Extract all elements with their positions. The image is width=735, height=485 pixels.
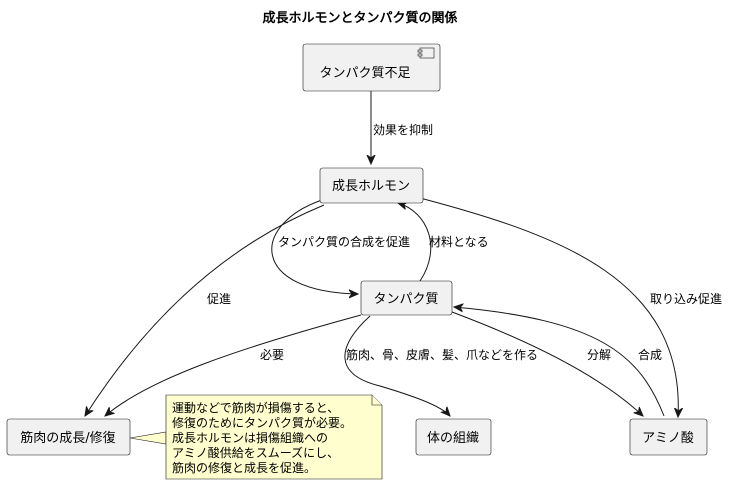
edge-protein-to-hormone: [398, 203, 432, 282]
edge-label-material: 材料となる: [429, 235, 489, 249]
node-label: アミノ酸: [642, 431, 694, 446]
node-label: 体の組織: [427, 431, 479, 446]
node-growth-hormone: 成長ホルモン: [319, 167, 424, 204]
edge-label-promote: 促進: [207, 292, 231, 306]
note-line-4: アミノ酸供給をスムーズにし、: [172, 445, 339, 460]
edge-hormone-to-muscle: [85, 204, 325, 416]
note-line-2: 修復のためにタンパク質が必要。: [172, 415, 352, 430]
node-amino-acid: アミノ酸: [629, 418, 708, 456]
edge-amino-to-protein: [454, 307, 665, 417]
node-label: 成長ホルモン: [332, 179, 410, 194]
node-label: 筋肉の成長/修復: [20, 430, 115, 446]
edge-protein-to-amino: [451, 311, 643, 416]
edge-hormone-to-amino: [419, 197, 678, 417]
node-protein: タンパク質: [360, 280, 453, 316]
node-protein-deficiency: タンパク質不足: [302, 43, 441, 92]
note-connector: [129, 431, 167, 445]
node-label: タンパク質: [373, 292, 438, 307]
node-muscle-growth: 筋肉の成長/修復: [6, 418, 131, 456]
edge-label-makes-tissue: 筋肉、骨、皮膚、髪、爪などを作る: [346, 347, 538, 362]
node-label: タンパク質不足: [319, 66, 410, 81]
note-line-3: 成長ホルモンは損傷組織への: [172, 430, 328, 445]
component-icon: [417, 47, 435, 59]
edge-protein-to-tissue: [344, 315, 450, 416]
edge-label-promote-synthesis: タンパク質の合成を促進: [278, 234, 410, 249]
edge-label-synthesize: 合成: [638, 347, 662, 362]
edge-label-decompose: 分解: [587, 348, 611, 362]
note-line-5: 筋肉の修復と成長を促進。: [172, 460, 316, 475]
note-line-1: 運動などで筋肉が損傷すると、: [172, 400, 339, 415]
diagram-title: 成長ホルモンとタンパク質の関係: [262, 10, 457, 26]
node-body-tissue: 体の組織: [415, 418, 492, 456]
edge-hormone-to-protein: [271, 199, 358, 294]
edge-label-necessary: 必要: [260, 348, 284, 362]
edge-label-suppress-effect: 効果を抑制: [373, 122, 433, 137]
edge-label-uptake-promote: 取り込み促進: [650, 292, 722, 306]
edge-protein-to-muscle: [105, 314, 362, 416]
note: 運動などで筋肉が損傷すると、 修復のためにタンパク質が必要。 成長ホルモンは損傷…: [165, 394, 383, 480]
